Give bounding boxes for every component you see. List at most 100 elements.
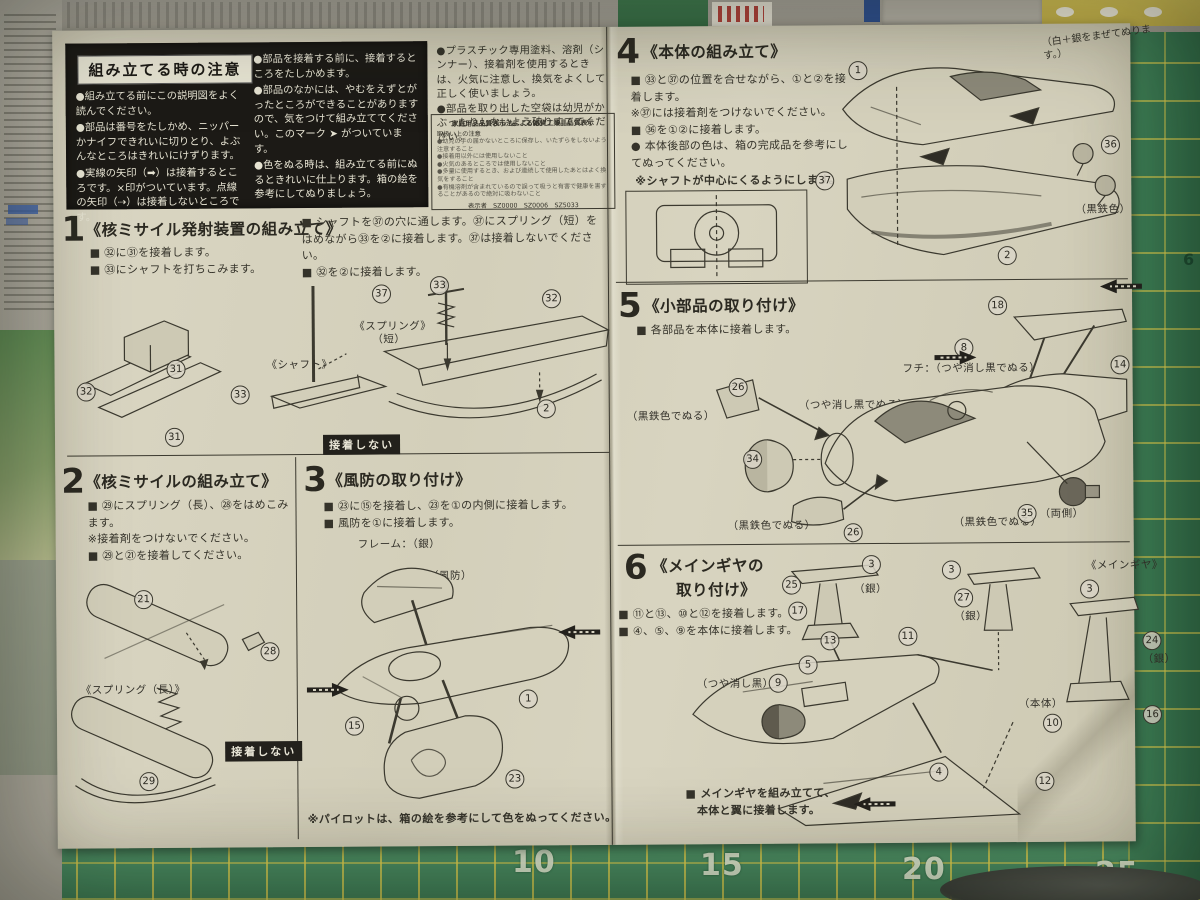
part-callout: 17 (788, 601, 808, 621)
part-callout: 26 (843, 523, 863, 543)
notice-panel: 組み立てる時の注意 ●組み立てる前にこの説明図をよく読んでください。 ●部品は番… (65, 41, 429, 223)
part-label: （銀） (1142, 652, 1176, 666)
section-number: 1 (61, 209, 86, 250)
part-callout: 36 (1100, 135, 1121, 155)
scrap-dot (1056, 7, 1074, 17)
note-line: ■ メインギヤを組み立てて、 (685, 786, 836, 801)
instruction-sheet: 組み立てる時の注意 ●組み立てる前にこの説明図をよく読んでください。 ●部品は番… (52, 23, 1176, 849)
scrap-blue (864, 0, 880, 22)
mat-number: 10 (512, 845, 556, 880)
mat-number: 15 (700, 848, 744, 883)
part-label: （銀） (854, 582, 888, 596)
part-callout: 3 (1080, 579, 1100, 599)
section-bullets: ■ シャフトを㊲の穴に通します。㊲にスプリング（短）をはめながら㉝を②に接着しま… (301, 213, 601, 281)
part-label: （本体） (1018, 697, 1063, 711)
quality-label-box: 家庭用品品質表示法による雑貨工業品品質表示 取扱い上の注意 ●幼児の手の届かない… (430, 112, 616, 211)
quality-label-title: 家庭用品品質表示法による雑貨工業品品質表示 (451, 118, 595, 128)
notice-bullet: ●プラスチック専用塗料、溶剤（シンナー）、接着剤を使用するときは、火気に注意し、… (436, 43, 606, 101)
part-callout: 31 (166, 359, 186, 379)
part-callout: 15 (344, 716, 365, 736)
notice-bullet: ●部品のなかには、やむをえずとがったところができることがありますので、気をつけて… (253, 83, 419, 156)
part-callout: 31 (164, 427, 185, 447)
newspaper-blue-headline (6, 218, 28, 225)
part-callout: 25 (781, 575, 802, 595)
red-print-texture (718, 6, 764, 22)
part-callout: 2 (997, 246, 1017, 266)
part-callout: 4 (929, 762, 949, 782)
scrap-dot (1144, 7, 1162, 17)
missile-launcher-diagram (66, 272, 602, 451)
part-callout: 9 (768, 673, 788, 693)
part-callout: 5 (798, 655, 818, 675)
part-callout: 13 (820, 631, 840, 651)
instruction-bullet: ■ 風防を①に接着します。 (323, 515, 461, 530)
part-callout: 11 (898, 626, 918, 646)
part-label: 《メインギヤ》 (1085, 559, 1163, 572)
notice-bullet: ●実線の矢印（➡）は接着するところです。×印がついています。点線の矢印（⇢）は接… (76, 166, 240, 224)
part-callout: 35 (1017, 503, 1037, 524)
part-callout: 34 (743, 449, 763, 469)
part-callout: 26 (728, 377, 748, 398)
scrap-with-red-print (712, 2, 772, 26)
newsprint-texture (40, 2, 600, 28)
part-label: （銀） (954, 610, 988, 623)
pilot-paint-note: ※パイロットは、箱の絵を参考にして色をぬってください。 (307, 810, 617, 827)
scrap-yellow-ruler (1042, 0, 1200, 26)
section-title: 《核ミサイルの組み立て》 (85, 472, 278, 492)
instruction-bullet: ■ ㉓に⑮を接着し、㉓を①の内側に接着します。 (323, 498, 574, 513)
scrap-dot (1100, 7, 1118, 17)
instruction-bullet: ■ ㉜に㉛を接着します。 (89, 245, 217, 260)
part-callout: 24 (1142, 631, 1162, 651)
part-callout: 3 (941, 560, 962, 580)
part-callout: 1 (848, 61, 868, 81)
section-number: 5 (617, 285, 642, 326)
part-callout: 27 (954, 588, 974, 608)
newspaper-photo-green (0, 330, 60, 560)
fuselage-halves-diagram (800, 45, 1132, 287)
part-callout: 16 (1142, 705, 1163, 725)
note-line: 本体と翼に接着します。 (685, 802, 821, 817)
part-label: 《シャフト》 (266, 358, 333, 372)
part-callout: 37 (815, 171, 835, 191)
section-bullets: ■ ㉜に㉛を接着します。 ■ ㉝にシャフトを打ちこみます。 (90, 244, 280, 278)
newspaper-photo (0, 560, 58, 775)
part-callout: 3 (861, 555, 881, 575)
cross-section-inset (625, 189, 808, 285)
windshield-diagram (302, 547, 604, 804)
part-label: （黒鉄色でぬる） (626, 410, 715, 423)
part-label: （つや消し黒） (696, 677, 774, 691)
small-parts-diagram (674, 291, 1131, 529)
magazine-scrap-green (618, 0, 708, 29)
part-callout: 23 (505, 769, 525, 789)
section-number: 4 (616, 31, 641, 72)
divider (617, 541, 1130, 546)
part-callout: 37 (371, 284, 392, 304)
main-gear-diagram (682, 551, 1134, 834)
notice-bullet: ●色をぬる時は、組み立てる前にぬるときれいに仕上ります。箱の絵を参考にしてぬりま… (254, 158, 418, 201)
quality-label-item: ●幼児の手の届かないところに保存し、いたずらをしないよう注意すること (436, 136, 607, 153)
part-label: （黒鉄色でぬる） (727, 519, 816, 533)
notice-title: 組み立てる時の注意 (77, 54, 253, 85)
part-callout: 1 (518, 689, 538, 709)
quality-label-item: ●多量に使用するとき、および連続して使用したあとはよく換気をすること (437, 167, 607, 184)
mat-number: 20 (902, 852, 946, 887)
section-title: 《本体の組み立て》 (642, 42, 787, 62)
shadow-object (940, 866, 1200, 900)
notice-column-1: ●組み立てる前にこの説明図をよく読んでください。 ●部品は番号をたしかめ、ニッパ… (76, 88, 245, 227)
part-callout: 33 (230, 385, 250, 405)
section-number: 3 (303, 459, 328, 501)
notice-bullet: ●部品を接着する前に、接着するところをたしかめます。 (253, 52, 417, 80)
part-callout: 21 (134, 590, 154, 610)
section-number: 2 (61, 461, 86, 502)
nuclear-missile-diagram (64, 569, 291, 831)
part-callout: 28 (260, 642, 280, 662)
no-glue-tag: 接着しない (225, 741, 303, 762)
notice-column-2: ●部品を接着する前に、接着するところをたしかめます。 ●部品のなかには、やむをえ… (253, 51, 422, 204)
part-callout: 33 (429, 276, 450, 296)
cross-section-drawing (626, 191, 807, 284)
instruction-bullet: ■ シャフトを㊲の穴に通します。㊲にスプリング（短）をはめながら㉝を②に接着しま… (301, 213, 598, 263)
part-label: （両側） (1039, 507, 1084, 520)
newspaper-blue-headline (8, 205, 38, 214)
part-callout: 32 (541, 289, 562, 309)
newspaper-left-edge (0, 0, 62, 900)
